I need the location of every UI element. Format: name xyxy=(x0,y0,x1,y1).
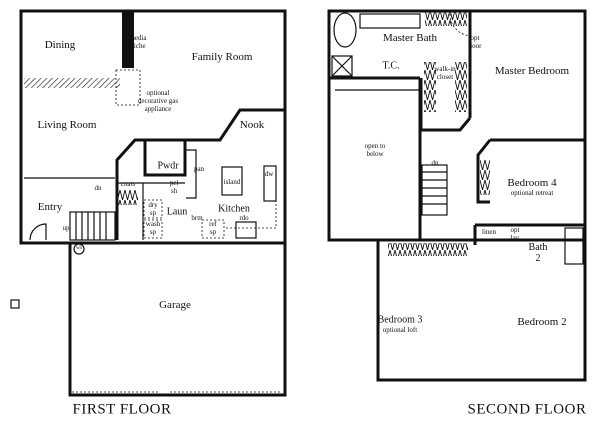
label-washer-space: wash sp xyxy=(145,220,161,236)
water-heater xyxy=(73,243,85,255)
label-dishwasher: dw xyxy=(264,170,274,178)
label-toilet-compartment: T.C. xyxy=(382,60,400,72)
first-floor-title: FIRST FLOOR xyxy=(72,401,172,418)
label-dryer-space: dry sp xyxy=(148,201,158,217)
room-garage: Garage xyxy=(159,299,191,311)
room-kitchen: Kitchen xyxy=(218,203,250,215)
label-optional-loft: optional loft xyxy=(382,326,418,334)
room-master-bath: Master Bath xyxy=(382,32,438,44)
label-coats: coats xyxy=(120,180,136,188)
label-broom: brm xyxy=(191,214,203,222)
label-pantry: pan xyxy=(193,165,205,173)
room-family-room: Family Room xyxy=(191,51,253,63)
label-walk-in-closet: walk-in closet xyxy=(434,65,456,81)
room-laundry: Laun xyxy=(166,206,188,218)
room-dining: Dining xyxy=(44,39,76,51)
room-bath-2: Bath 2 xyxy=(528,242,548,264)
label-gas-appliance: optional decorative gas appliance xyxy=(137,89,179,113)
room-master-bedroom: Master Bedroom xyxy=(494,65,570,77)
room-living-room: Living Room xyxy=(37,119,97,131)
label-opt-lav: opt lav xyxy=(510,226,520,242)
second-floor-walls xyxy=(327,9,587,382)
label-pel-sh: pel sh xyxy=(169,179,179,195)
label-media-niche: media niche xyxy=(129,34,147,50)
room-bedroom-3: Bedroom 3 xyxy=(377,314,423,326)
label-island: island xyxy=(223,178,241,186)
label-dn-second: dn xyxy=(431,159,439,167)
label-optional-retreat: optional retreat xyxy=(510,189,554,197)
room-powder: Pwdr xyxy=(157,160,179,172)
label-opt-door: opt door xyxy=(468,34,482,50)
stairs-first-floor xyxy=(69,211,116,241)
room-bedroom-4: Bedroom 4 xyxy=(507,177,557,189)
label-linen: linen xyxy=(482,228,496,236)
label-range: rdo xyxy=(239,214,249,222)
stairs-second-floor xyxy=(421,164,448,216)
label-dn-first: dn xyxy=(94,184,102,192)
second-floor-title: SECOND FLOOR xyxy=(467,401,587,418)
label-up: up xyxy=(62,224,70,232)
first-floor-walls xyxy=(10,9,287,397)
room-nook: Nook xyxy=(239,119,265,131)
room-entry: Entry xyxy=(37,201,63,213)
entry-door xyxy=(29,223,47,241)
label-water-heater: wh xyxy=(75,246,83,251)
label-refrigerator-space: ref sp xyxy=(209,220,217,236)
room-bedroom-2: Bedroom 2 xyxy=(517,316,567,328)
label-open-to-below: open to below xyxy=(364,142,386,158)
